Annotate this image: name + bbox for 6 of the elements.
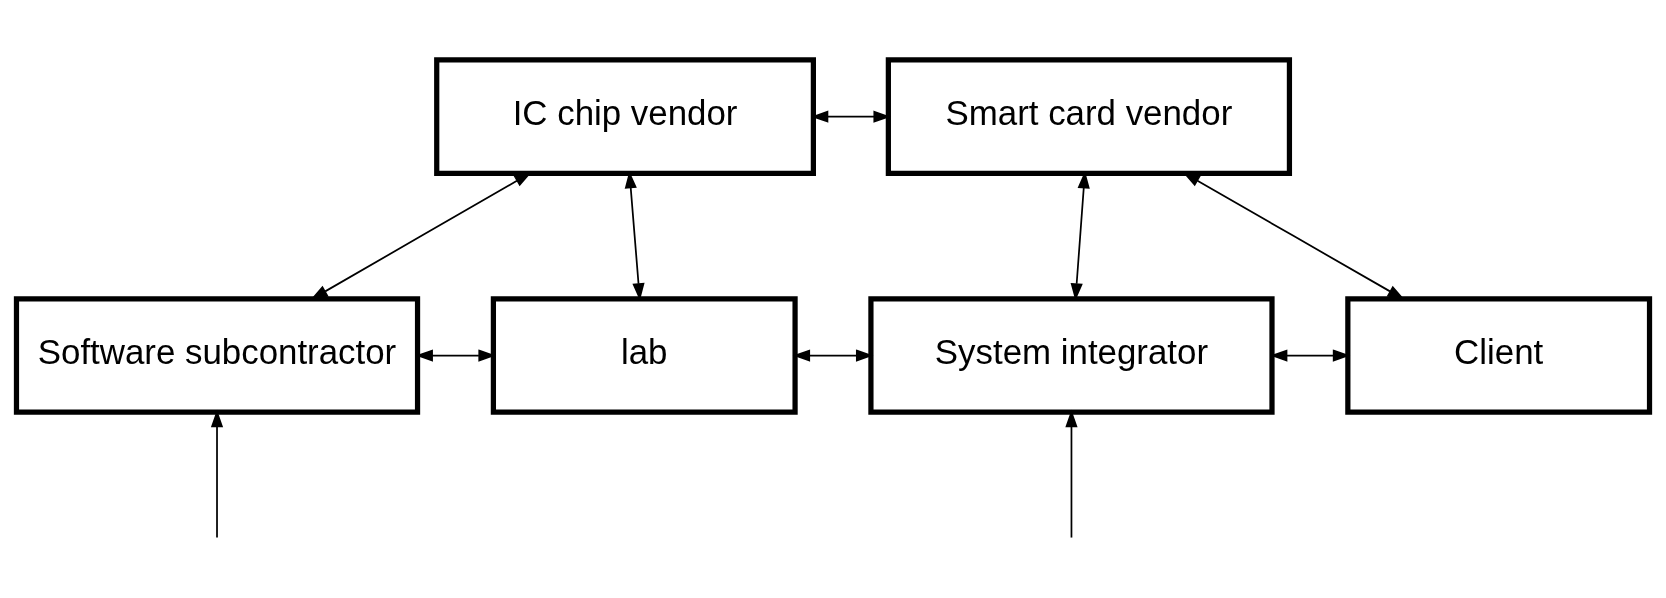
node-box: Software subcontractor [13,295,421,415]
node-box: Smart card vendor [885,56,1293,176]
node-box: lab [490,295,798,415]
node-box: System integrator [868,295,1275,415]
node-box: Client [1345,295,1653,415]
node-box: IC chip vendor [434,56,816,176]
